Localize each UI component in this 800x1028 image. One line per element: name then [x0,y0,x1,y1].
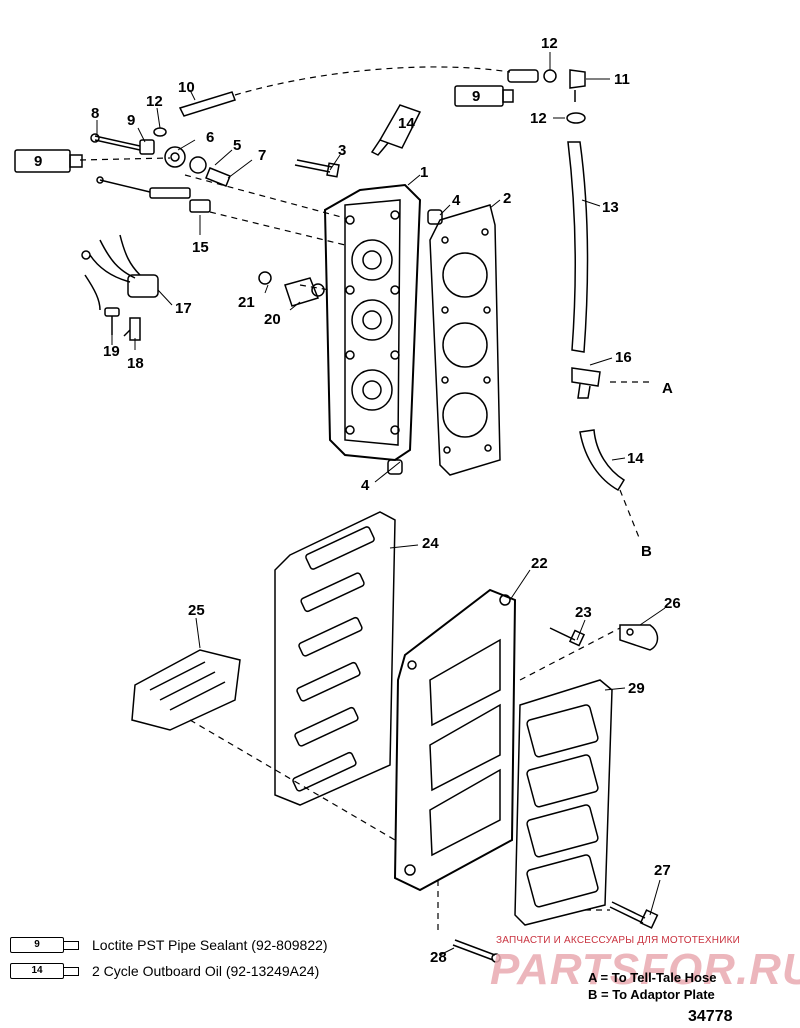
legend-sealant-text: Loctite PST Pipe Sealant (92-809822) [92,937,328,953]
legend-oil: 14 2 Cycle Outboard Oil (92-13249A24) [10,962,319,980]
elbow-fitting [507,69,586,124]
divider-plate [131,649,241,731]
cover-bolt [549,627,586,647]
callout-B: B [641,543,652,560]
callout-6: 6 [206,129,214,146]
terminal-screw [104,307,120,335]
gasket-bolt [609,901,659,929]
callout-29: 29 [628,680,645,697]
tee-fitting [571,367,601,399]
stud-bolt [452,939,501,963]
callout-18: 18 [127,355,144,372]
oil-tube-icon: 14 [10,962,80,980]
sealant-tube-left [14,149,83,173]
callout-11: 11 [614,71,630,88]
callout-7: 7 [258,147,266,164]
callout-17: 17 [175,300,192,317]
callout-28: 28 [430,949,447,966]
tell-tale-hose [567,141,589,353]
exhaust-cover [393,588,517,892]
tube-center-number: 14 [398,115,415,132]
wiring-harness [81,234,159,311]
callout-A: A [662,380,673,397]
leader-lines [96,52,666,956]
exhaust-cover-gasket [274,511,396,806]
callout-1: 1 [420,164,428,181]
sealant-tube-icon: 9 [10,936,80,954]
temperature-sensor [96,176,211,213]
callout-13: 13 [602,199,619,216]
callout-22: 22 [531,555,548,572]
callout-3: 3 [338,142,346,159]
watermark-tagline: ЗАПЧАСТИ И АКСЕССУАРЫ ДЛЯ МОТОТЕХНИКИ [496,935,741,946]
callout-4-upper: 4 [452,192,461,209]
callout-27: 27 [654,862,671,879]
fitting-bolt-left [90,127,167,155]
callout-12-top: 12 [541,35,558,52]
upper-hose [178,91,236,117]
callout-19: 19 [103,343,120,360]
assembly-lines [79,66,650,930]
callout-labels: 1 2 3 4 4 5 6 7 8 9 10 11 12 12 12 13 14… [91,35,681,966]
tube-left-number: 9 [34,153,42,170]
callout-14: 14 [627,450,644,467]
cylinder-head [323,183,422,462]
callout-5: 5 [233,137,241,154]
callout-9: 9 [127,112,135,129]
dowel-pin-lower [387,459,403,475]
hose-clip [619,624,659,651]
oil-tube-center [370,104,422,156]
tube-right-number: 9 [472,88,480,105]
callout-23: 23 [575,604,592,621]
callout-21: 21 [238,294,255,311]
sealant-tube-right [454,85,514,107]
thermostat-parts [164,146,231,187]
callout-26: 26 [664,595,681,612]
callout-16: 16 [615,349,632,366]
callout-25: 25 [188,602,205,619]
callout-8: 8 [91,105,99,122]
figure-number: 34778 [688,1008,733,1025]
legend-oil-text: 2 Cycle Outboard Oil (92-13249A24) [92,963,320,979]
callout-20: 20 [264,311,281,328]
dowel-pin-upper [427,209,443,225]
cover-gasket [514,679,613,926]
callout-12-left: 12 [146,93,163,110]
legend-sealant: 9 Loctite PST Pipe Sealant (92-809822) [10,936,328,954]
callout-24: 24 [422,535,439,552]
sender-fitting [258,271,325,307]
callout-4-lower: 4 [361,477,370,494]
head-gasket [429,204,501,476]
terminal-clip [123,317,141,341]
callout-10: 10 [178,79,195,96]
note-a: A = To Tell-Tale Hose [588,970,717,985]
callout-2: 2 [503,190,511,207]
note-b: B = To Adaptor Plate [588,987,715,1002]
head-bolt [294,159,340,178]
callout-12-right: 12 [530,110,547,127]
adaptor-hose [579,429,626,492]
watermark-logo: PARTSFOR.RU [490,945,800,994]
callout-15: 15 [192,239,209,256]
